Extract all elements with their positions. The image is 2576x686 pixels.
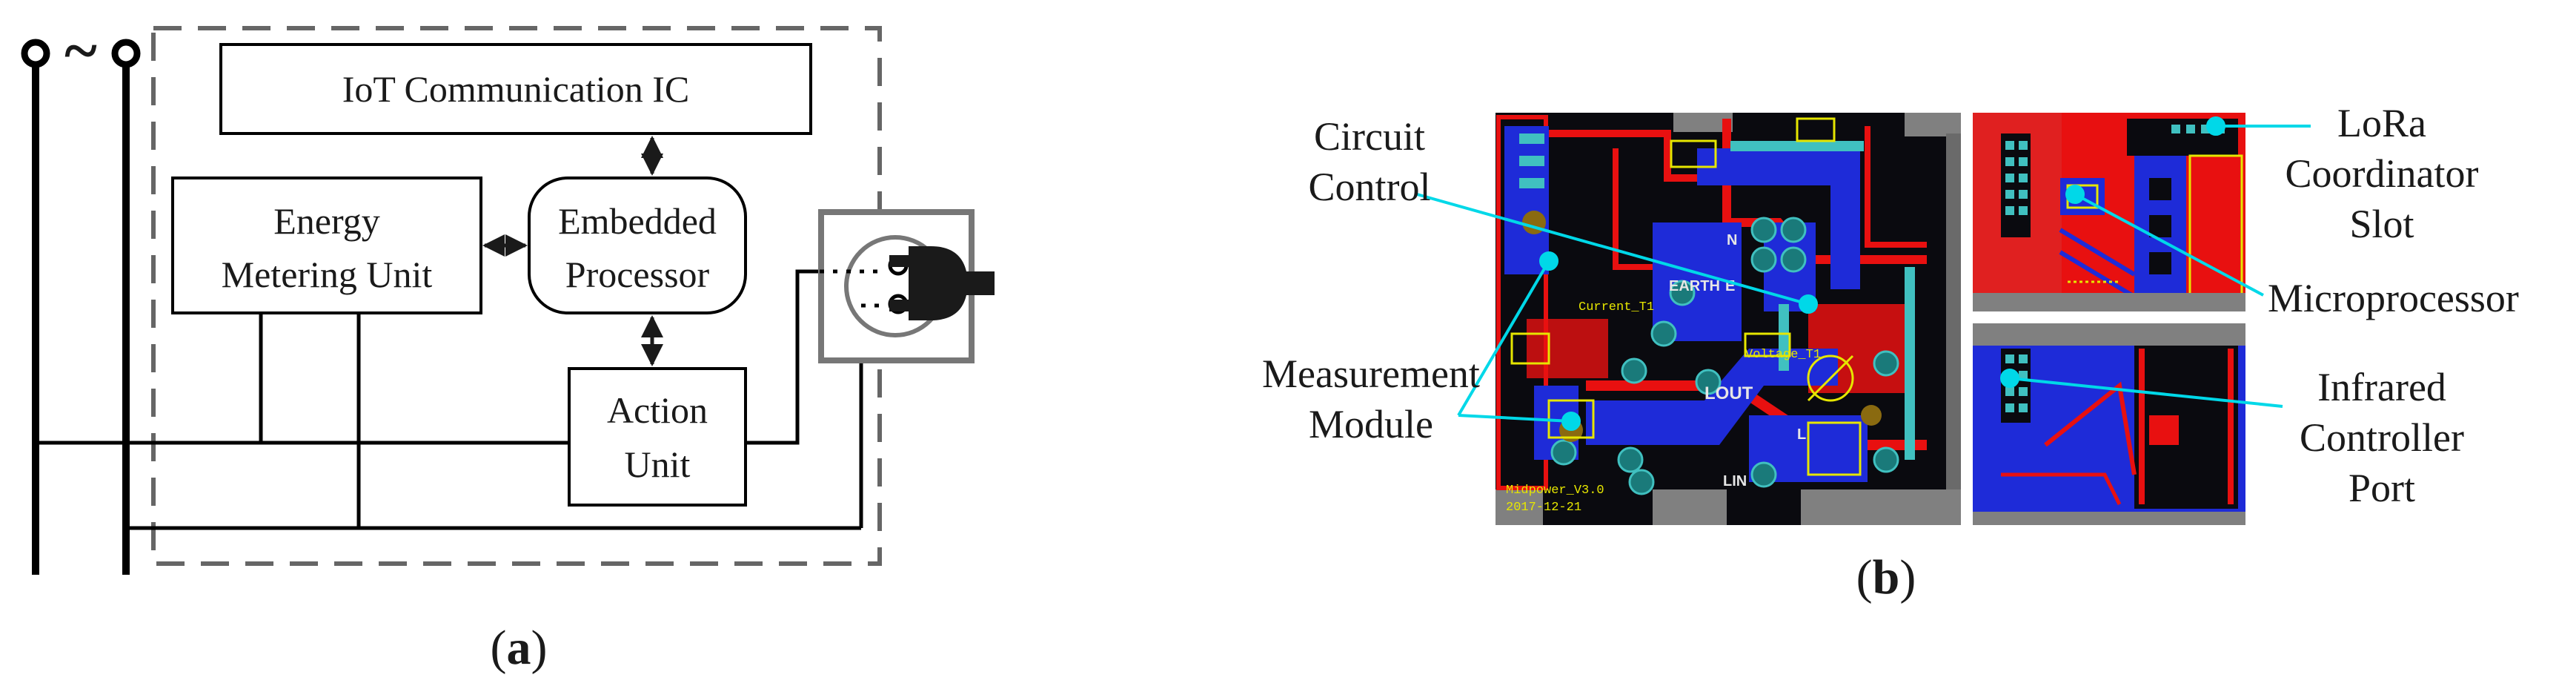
svg-text:Coordinator: Coordinator <box>2285 151 2479 196</box>
power-wiring <box>36 269 863 530</box>
label-lora-coordinator-slot: LoRa Coordinator Slot <box>2285 101 2479 246</box>
svg-text:Slot: Slot <box>2349 202 2414 246</box>
svg-text:Embedded: Embedded <box>558 200 717 242</box>
pcb-main-board: Midpower_V3.0 2017-12-21 Current_T1 Volt… <box>1496 113 1961 525</box>
plug-icon <box>909 246 995 320</box>
pcb-voltage-text: Voltage_T1 <box>1745 348 1821 362</box>
svg-text:Control: Control <box>1308 165 1430 209</box>
svg-text:Measurement: Measurement <box>1262 352 1480 396</box>
svg-text:Unit: Unit <box>625 443 691 485</box>
pcb-earth-text: EARTH <box>1669 278 1720 294</box>
svg-text:Module: Module <box>1309 402 1433 446</box>
pcb-current-text: Current_T1 <box>1579 300 1654 314</box>
terminal-right <box>111 39 141 68</box>
label-microprocessor: Microprocessor <box>2268 276 2519 320</box>
svg-text:Processor: Processor <box>565 254 710 295</box>
embedded-processor-block: Embedded Processor <box>528 177 747 314</box>
energy-metering-block: Energy Metering Unit <box>171 177 482 314</box>
svg-text:Controller: Controller <box>2300 415 2464 460</box>
svg-text:Action: Action <box>607 389 708 431</box>
label-circuit-control: Circuit Control <box>1308 114 1430 209</box>
pcb-version-text: Midpower_V3.0 <box>1506 484 1604 498</box>
caption-a: (a) <box>491 621 548 675</box>
action-unit-block: Action Unit <box>568 367 747 507</box>
pcb-ir-board <box>1973 323 2245 525</box>
svg-text:LoRa: LoRa <box>2337 101 2426 145</box>
terminal-left <box>21 39 50 68</box>
pcb-lin-text: LIN <box>1723 473 1747 489</box>
pcb-n-text: N <box>1727 232 1737 248</box>
pcb-lout-text: LOUT <box>1704 383 1753 403</box>
panel-b: Midpower_V3.0 2017-12-21 Current_T1 Volt… <box>1262 101 2519 604</box>
socket-with-plug <box>818 209 995 363</box>
label-measurement-module: Measurement Module <box>1262 352 1480 446</box>
pcb-date-text: 2017-12-21 <box>1506 501 1581 515</box>
caption-b: (b) <box>1856 550 1916 604</box>
svg-text:Energy: Energy <box>273 200 379 242</box>
iot-communication-block: IoT Communication IC <box>219 43 812 135</box>
ac-source-terminals: ~ <box>21 16 141 575</box>
annotation-lines <box>1416 116 2311 431</box>
panel-a: ~ IoT Communication IC Energy Metering U… <box>21 16 995 675</box>
svg-text:Infrared: Infrared <box>2317 365 2446 409</box>
svg-text:Port: Port <box>2348 466 2415 510</box>
svg-text:IoT Communication IC: IoT Communication IC <box>342 68 689 110</box>
pcb-l-text: L <box>1797 426 1806 443</box>
svg-text:Metering Unit: Metering Unit <box>222 254 433 295</box>
ac-symbol: ~ <box>64 16 97 85</box>
svg-text:Circuit: Circuit <box>1314 114 1425 159</box>
label-infrared-controller-port: Infrared Controller Port <box>2300 365 2464 510</box>
